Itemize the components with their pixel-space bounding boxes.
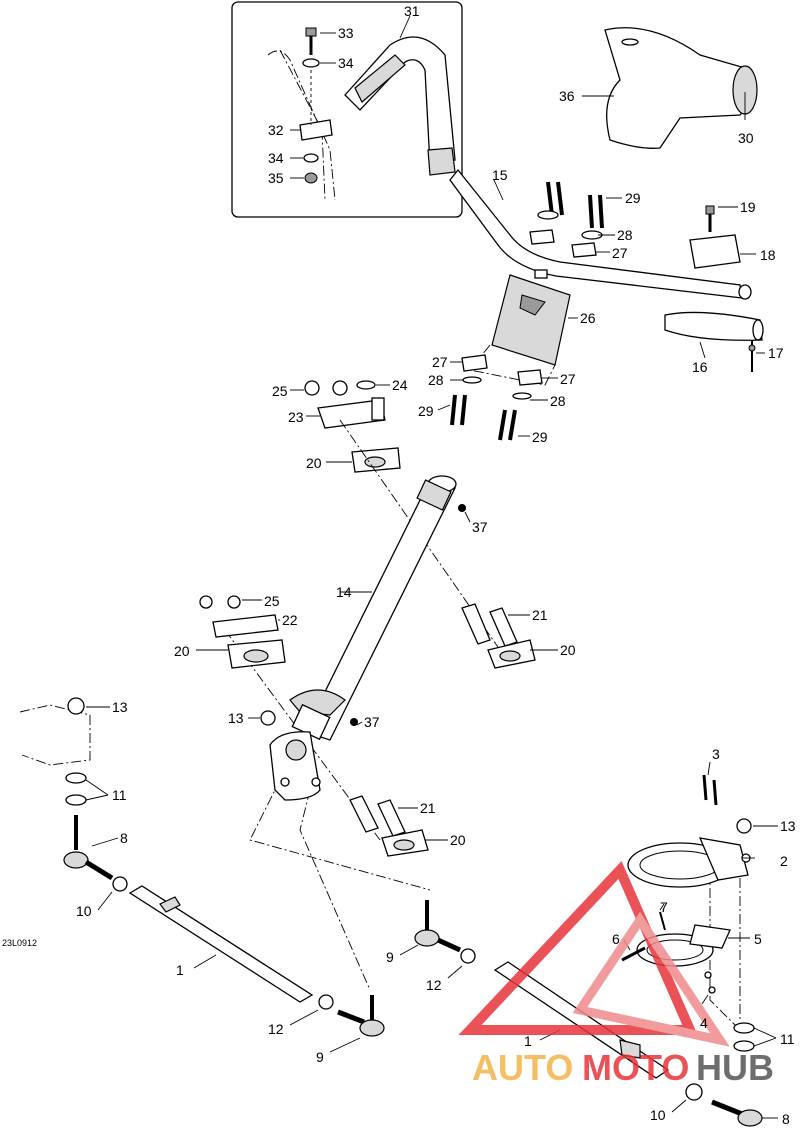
callout-13-left: 13 [112, 699, 128, 715]
callout-36: 36 [559, 88, 575, 104]
callout-11-right: 11 [780, 1031, 795, 1047]
callout-13-right: 13 [780, 818, 796, 834]
callout-20-top: 20 [306, 455, 322, 471]
watermark-inner-triangle-icon [572, 911, 730, 1047]
callout-20-right: 20 [560, 642, 576, 658]
left-mount-parts [19, 697, 110, 806]
callout-23: 23 [288, 409, 304, 425]
callout-labels: 31 33 34 32 34 35 36 30 15 29 28 27 19 1… [76, 3, 796, 1127]
callout-8-left: 8 [120, 830, 128, 846]
callout-17: 17 [768, 345, 784, 361]
callout-10-left: 10 [76, 903, 92, 919]
callout-22: 22 [282, 612, 298, 628]
lower-clamp-parts [437, 354, 558, 441]
callout-31: 31 [404, 3, 420, 19]
callout-28-left: 28 [428, 372, 444, 388]
watermark-text-hub: HUB [696, 1047, 774, 1088]
callout-6: 6 [612, 931, 620, 947]
callout-28-right: 28 [550, 393, 566, 409]
callout-37-top: 37 [472, 519, 488, 535]
callout-37-bottom: 37 [364, 714, 380, 730]
callout-20-left: 20 [174, 643, 190, 659]
callout-34-lower: 34 [268, 150, 284, 166]
handguard-part [582, 27, 758, 149]
callout-1-left: 1 [176, 962, 184, 978]
callout-1-right: 1 [524, 1033, 532, 1049]
callout-24: 24 [392, 377, 408, 393]
callout-30: 30 [738, 130, 754, 146]
callout-16: 16 [692, 359, 708, 375]
riser-part [469, 269, 578, 386]
callout-4: 4 [700, 1015, 708, 1031]
callout-25-mid: 25 [264, 593, 280, 609]
callout-33: 33 [338, 25, 354, 41]
callout-35: 35 [268, 170, 284, 186]
callout-25-top: 25 [272, 383, 288, 399]
callout-34: 34 [338, 55, 354, 71]
callout-27-right: 27 [560, 371, 576, 387]
callout-26: 26 [580, 310, 596, 326]
callout-2: 2 [780, 853, 788, 869]
callout-3: 3 [712, 746, 720, 762]
callout-27-top: 27 [612, 245, 628, 261]
callout-5: 5 [754, 931, 762, 947]
watermark-text-auto: AUTO [472, 1047, 573, 1088]
callout-14: 14 [336, 584, 352, 600]
watermark-text-moto: MOTO [582, 1047, 689, 1088]
callout-21-bottom: 21 [420, 800, 436, 816]
callout-28-top: 28 [617, 227, 633, 243]
callout-21-top: 21 [532, 607, 548, 623]
callout-9-lower: 9 [316, 1049, 324, 1065]
upper-clamp-parts [529, 181, 622, 258]
bushing-parts [349, 603, 558, 857]
callout-15: 15 [492, 167, 508, 183]
callout-29-right: 29 [532, 429, 548, 445]
lower-plate-parts [196, 595, 286, 669]
callout-18: 18 [760, 247, 776, 263]
callout-29-left: 29 [418, 403, 434, 419]
bearing-plate-part [248, 710, 321, 801]
drawing-code: 23L0912 [2, 938, 37, 948]
callout-32: 32 [268, 122, 284, 138]
steering-column-part [289, 475, 471, 741]
handlebar-part [449, 168, 752, 300]
watermark-logo: AUTO MOTO HUB [458, 861, 774, 1088]
callout-12-left: 12 [268, 1021, 284, 1037]
callout-10-right: 10 [650, 1107, 666, 1123]
callout-27-left: 27 [432, 354, 448, 370]
callout-9-upper: 9 [386, 949, 394, 965]
callout-8-right: 8 [782, 1111, 790, 1127]
callout-11-left: 11 [112, 787, 127, 803]
grip-parts [664, 205, 765, 372]
callout-12-right: 12 [426, 977, 442, 993]
callout-20-bottom: 20 [450, 832, 466, 848]
callout-13-mid: 13 [228, 710, 244, 726]
callout-7: 7 [660, 899, 668, 915]
callout-19: 19 [740, 199, 756, 215]
callout-29-top: 29 [625, 190, 641, 206]
inset-detail [231, 1, 463, 218]
